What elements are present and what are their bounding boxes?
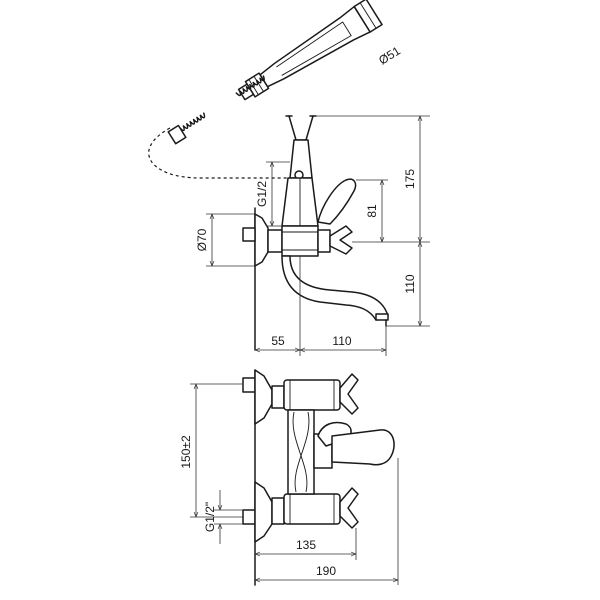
- top-view: 150±2 G1/2" 135 190: [179, 369, 398, 586]
- upper-flange: [254, 369, 273, 425]
- shower-holder: [285, 115, 317, 180]
- shower-diameter-label: Ø51: [376, 43, 403, 67]
- side-view: Ø51: [148, 0, 430, 356]
- dim-thread-inlet: G1/2": [203, 502, 217, 532]
- hose-line: [148, 127, 300, 179]
- dim-110-horizontal: 110: [332, 334, 351, 348]
- dim-135: 135: [296, 538, 316, 552]
- dim-flange-diameter: Ø70: [195, 228, 209, 251]
- wall-flange: [254, 213, 269, 267]
- hand-shower: Ø51: [148, 0, 403, 179]
- central-column: [287, 409, 315, 495]
- cross-handle: [329, 225, 353, 255]
- dim-center-distance: 150±2: [179, 435, 193, 469]
- top-dimensions: 150±2 G1/2" 135 190: [179, 384, 398, 585]
- spout-top: [331, 429, 395, 466]
- diverter-lever: [317, 178, 357, 225]
- dim-thread-side: G1/2: [255, 181, 269, 207]
- dim-175: 175: [403, 169, 417, 189]
- lower-flange: [254, 481, 273, 543]
- side-dimensions: 175 81 110 G1/2 Ø70 55 110: [195, 116, 430, 356]
- dim-81: 81: [365, 204, 379, 218]
- upper-valve: [283, 379, 341, 411]
- spout: [281, 255, 389, 321]
- dim-190: 190: [316, 564, 336, 578]
- lower-valve: [283, 493, 341, 525]
- dim-110-vertical: 110: [403, 274, 417, 293]
- valve-body: [281, 225, 319, 257]
- upper-cross-handle: [339, 373, 359, 415]
- dim-55: 55: [271, 334, 285, 348]
- lower-cross-handle: [339, 487, 359, 529]
